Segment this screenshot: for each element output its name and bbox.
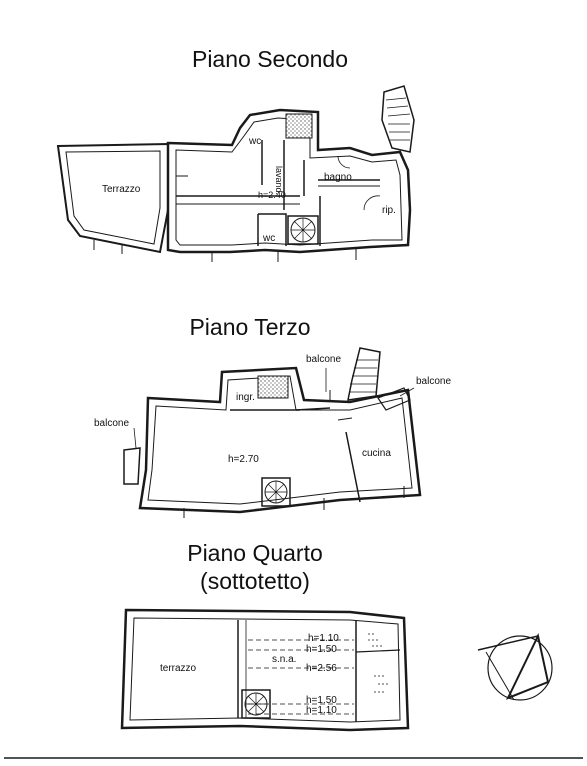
room-height-secondo: h=2.40 [258, 190, 286, 200]
room-label-terrazzo-quarto: terrazzo [160, 663, 197, 674]
room-label-ingr: ingr. [236, 392, 255, 403]
fan-icon-quarto [241, 689, 271, 719]
room-label-balcone-left: balcone [94, 418, 129, 429]
room-label-terrazzo: Terrazzo [102, 184, 141, 195]
floor-title-secondo: Piano Secondo [191, 46, 348, 72]
labels-piano-quarto: terrazzo s.n.a. h=1.10 h=1.50 h=2.56 h=1… [160, 633, 339, 716]
room-label-balcone-top: balcone [306, 354, 341, 365]
floor-title-terzo: Piano Terzo [189, 314, 311, 340]
floor-title-sottotetto: (sottotetto) [200, 568, 310, 594]
height-label-5: h=1.10 [306, 705, 337, 716]
fan-icon-terzo [261, 477, 291, 507]
floor-title-quarto: Piano Quarto [187, 540, 323, 566]
height-label-1: h=1.10 [308, 633, 339, 644]
staircase-icon-terzo [347, 347, 381, 401]
room-label-lavand: lavand. [274, 166, 284, 195]
room-label-sna: s.n.a. [272, 654, 296, 665]
room-label-balcone-right: balcone [416, 376, 451, 387]
north-arrow-icon [477, 632, 553, 701]
height-label-2: h=1.50 [306, 644, 337, 655]
plan-piano-quarto [120, 608, 410, 732]
labels-piano-secondo: Terrazzo wc lavand. bagno h=2.40 rip. wc [102, 136, 396, 244]
room-label-rip: rip. [382, 205, 396, 216]
room-label-wc-2: wc [262, 233, 275, 244]
staircase-icon [381, 85, 415, 153]
room-label-bagno: bagno [324, 172, 352, 183]
height-label-3: h=2.56 [306, 663, 337, 674]
height-label-4: h=1.50 [306, 695, 337, 706]
room-label-cucina: cucina [362, 448, 391, 459]
room-label-wc: wc [248, 136, 261, 147]
labels-piano-terzo: balcone balcone balcone ingr. h=2.70 cuc… [94, 354, 451, 465]
plan-piano-secondo [56, 85, 415, 262]
plan-piano-terzo [123, 347, 422, 518]
fan-icon [287, 215, 319, 245]
room-height-terzo: h=2.70 [228, 454, 259, 465]
